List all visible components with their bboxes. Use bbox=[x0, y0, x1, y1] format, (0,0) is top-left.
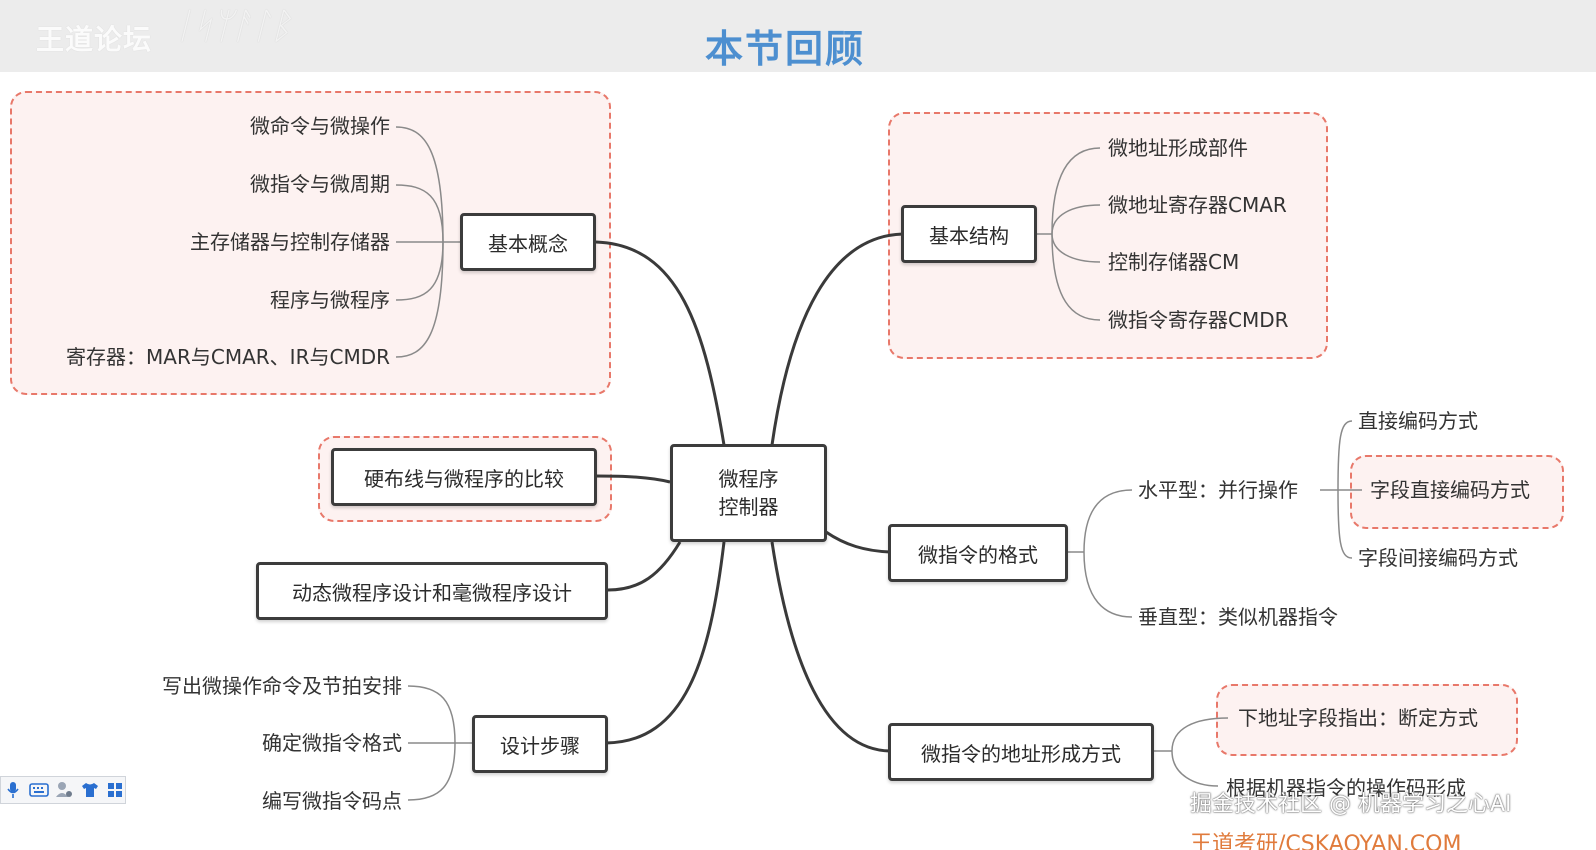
branch-basic-structure bbox=[770, 232, 904, 446]
branch-basic-concept bbox=[595, 240, 726, 446]
user-settings-icon[interactable] bbox=[55, 780, 75, 800]
leaf-micro-command: 微命令与微操作 bbox=[250, 114, 390, 138]
leaf-program: 程序与微程序 bbox=[270, 288, 390, 312]
branch-dynamic bbox=[607, 541, 682, 592]
leaf-memory: 主存储器与控制存储器 bbox=[190, 230, 390, 254]
grid-icon[interactable] bbox=[106, 780, 126, 800]
branch-design-steps bbox=[605, 541, 726, 745]
node-basic-concept[interactable]: 基本概念 bbox=[460, 213, 596, 271]
page-title: 本节回顾 bbox=[704, 26, 865, 71]
header-bar: 王道论坛 ᛁᛋᛘᚨᛚᛒ 本节回顾 bbox=[0, 0, 1596, 72]
highlight-next-address bbox=[1216, 684, 1518, 756]
node-design-steps[interactable]: 设计步骤 bbox=[472, 715, 608, 773]
leaf-opcode-based: 根据机器指令的操作码形成 bbox=[1226, 776, 1466, 800]
leaf-cmar: 微地址寄存器CMAR bbox=[1108, 193, 1287, 217]
branch-address bbox=[770, 541, 891, 753]
keyboard-icon[interactable] bbox=[28, 780, 49, 800]
center-node-microprogram-controller[interactable]: 微程序 控制器 bbox=[670, 444, 827, 542]
leaf-vertical: 垂直型：类似机器指令 bbox=[1138, 605, 1338, 629]
center-node-line1: 微程序 bbox=[718, 467, 779, 491]
signature-logo: ᛁᛋᛘᚨᛚᛒ bbox=[172, 6, 292, 47]
ime-toolbar[interactable] bbox=[0, 776, 126, 804]
microphone-icon[interactable] bbox=[3, 780, 23, 800]
branch-compare bbox=[595, 474, 671, 484]
shirt-icon[interactable] bbox=[80, 780, 100, 800]
leaf-step-1: 写出微操作命令及节拍安排 bbox=[162, 674, 402, 698]
center-node-line2: 控制器 bbox=[718, 495, 779, 519]
leaf-horizontal: 水平型：并行操作 bbox=[1138, 478, 1298, 502]
leaf-next-address-field: 下地址字段指出：断定方式 bbox=[1238, 706, 1478, 730]
leaf-cm: 控制存储器CM bbox=[1108, 250, 1240, 274]
leaf-address-unit: 微地址形成部件 bbox=[1108, 136, 1248, 160]
leaf-step-3: 编写微指令码点 bbox=[262, 789, 402, 813]
watermark-juejin: 掘金技术社区 @ 机器学习之心AI bbox=[1190, 792, 1512, 817]
leaf-registers: 寄存器：MAR与CMAR、IR与CMDR bbox=[66, 345, 390, 369]
branch-format bbox=[825, 530, 891, 554]
watermark-cskaoyan: 王道考研/CSKAOYAN.COM bbox=[1190, 832, 1462, 850]
leaf-direct-encoding: 直接编码方式 bbox=[1358, 409, 1478, 433]
forum-logo-text: 王道论坛 bbox=[36, 23, 153, 56]
leaf-field-direct-encoding: 字段直接编码方式 bbox=[1370, 478, 1530, 502]
node-address[interactable]: 微指令的地址形成方式 bbox=[888, 723, 1154, 781]
node-dynamic[interactable]: 动态微程序设计和毫微程序设计 bbox=[256, 562, 608, 620]
leaf-cmdr: 微指令寄存器CMDR bbox=[1108, 308, 1289, 332]
leaf-micro-instruction: 微指令与微周期 bbox=[250, 172, 390, 196]
node-format[interactable]: 微指令的格式 bbox=[888, 524, 1068, 582]
leaf-step-2: 确定微指令格式 bbox=[262, 731, 402, 755]
leaf-field-indirect-encoding: 字段间接编码方式 bbox=[1358, 546, 1518, 570]
highlight-field-direct bbox=[1350, 455, 1564, 529]
node-basic-structure[interactable]: 基本结构 bbox=[901, 205, 1037, 263]
node-compare[interactable]: 硬布线与微程序的比较 bbox=[331, 448, 597, 506]
